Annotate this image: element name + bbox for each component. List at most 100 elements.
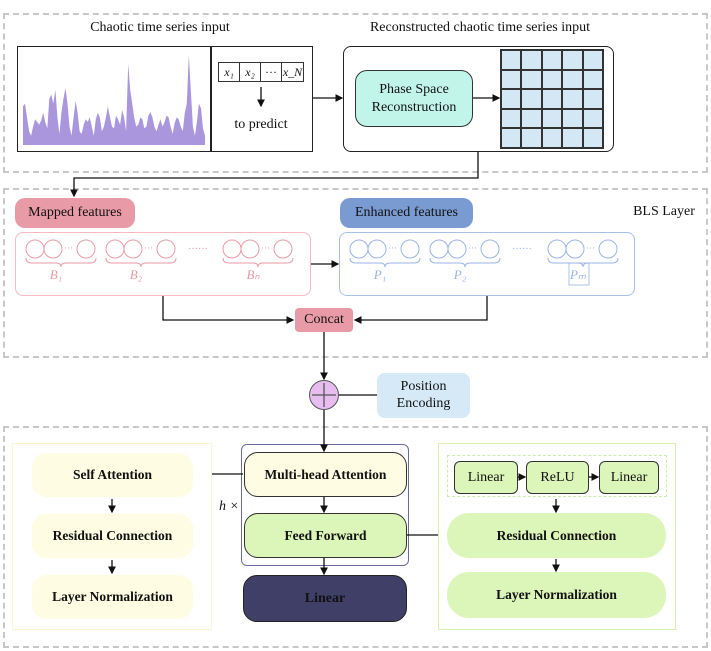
feed-forward-box: Feed Forward: [244, 513, 407, 558]
grid-cell: [582, 69, 603, 90]
neuron-node: [598, 239, 618, 259]
group-brace: [547, 257, 619, 268]
enhanced-features-panel: [339, 232, 635, 296]
neuron-node: [123, 239, 143, 259]
neuron-ellipsis: ···: [144, 243, 153, 253]
linear-output-box: Linear: [243, 575, 407, 622]
grid-cell: [521, 89, 542, 109]
enhanced-group-label: P₁: [373, 267, 386, 282]
neuron-node: [105, 239, 125, 259]
arrow-enhanced-to-concat: [353, 296, 488, 324]
grid-cell: [521, 108, 542, 129]
neuron-ellipsis: ···: [64, 243, 73, 253]
group-brace: [222, 257, 294, 268]
time-series-area: [23, 54, 205, 145]
arrow-reconstruction-to-bls: [70, 152, 479, 198]
grid-cell: [562, 69, 583, 90]
grid-cell: [541, 69, 563, 90]
neuron-ellipsis: ···: [586, 243, 595, 253]
enhanced-group-label: P₂: [453, 267, 467, 282]
grid-cell: [541, 89, 563, 109]
neuron-node: [429, 239, 449, 259]
grid-cell: [562, 50, 583, 70]
input-section-title: Chaotic time series input: [90, 20, 230, 35]
ffn-linear-1: Linear: [454, 461, 518, 494]
enhanced-group-label: Pₘ: [569, 267, 587, 282]
reconstruction-panel: [343, 46, 614, 152]
neuron-ellipsis: ···: [468, 243, 477, 253]
group-brace: [25, 257, 97, 268]
group-brace: [349, 257, 421, 268]
right-residual-box: Residual Connection: [447, 513, 666, 558]
token-x1: x₁: [219, 63, 240, 81]
predict-label: to predict: [234, 117, 288, 132]
pos-enc-line2: Encoding: [396, 395, 451, 411]
grid-cell: [562, 128, 583, 148]
left-residual-box: Residual Connection: [32, 514, 193, 558]
grid-cell: [501, 108, 522, 129]
ffn-panel: [438, 443, 676, 630]
input-divider: [210, 46, 212, 152]
token-xN: x_N: [282, 64, 303, 79]
grid-cell: [562, 108, 583, 129]
neuron-node: [76, 239, 96, 259]
reconstructed-matrix-grid: [500, 49, 604, 149]
time-series-chart: [23, 54, 205, 145]
sequence-tokens: x₁ x₂ ··· x_N: [218, 62, 304, 82]
neuron-node: [565, 239, 585, 259]
neuron-ellipsis: ···: [388, 243, 397, 253]
neuron-node: [273, 239, 293, 259]
transformer-frame: [3, 426, 708, 648]
ffn-linear-2: Linear: [599, 461, 659, 494]
grid-cell: [521, 69, 542, 90]
neuron-ellipsis: ···: [261, 243, 270, 253]
neuron-node: [25, 239, 45, 259]
grid-cell: [501, 128, 522, 148]
input-section-frame: [3, 13, 708, 173]
reconstruction-section-title: Reconstructed chaotic time series input: [369, 20, 591, 35]
grid-cell: [582, 89, 603, 109]
grid-cell: [521, 50, 542, 70]
grid-cell: [501, 89, 522, 109]
group-brace: [105, 257, 177, 268]
grid-cell: [521, 128, 542, 148]
highlight-box: [568, 262, 590, 286]
bls-layer-label: BLS Layer: [633, 204, 695, 219]
concat-box: Concat: [295, 308, 353, 332]
mapped-group-label: Bₙ: [246, 267, 260, 282]
neuron-node: [400, 239, 420, 259]
ffn-chain-frame: [447, 455, 667, 497]
mapped-group-label: B₁: [50, 267, 62, 282]
neuron-node: [240, 239, 260, 259]
token-x2: x₂: [240, 63, 261, 81]
multihead-attention-box: Multi-head Attention: [244, 452, 407, 497]
self-attention-panel: [12, 443, 212, 630]
grid-cell: [582, 108, 603, 129]
phase-space-reconstruction-box: Phase Space Reconstruction: [355, 70, 473, 127]
mapped-group-label: B₂: [130, 267, 143, 282]
bls-layer-frame: [3, 188, 708, 358]
grid-cell: [582, 50, 603, 70]
grid-cell: [582, 128, 603, 148]
input-panel: [17, 46, 313, 152]
right-layer-norm-box: Layer Normalization: [447, 572, 666, 618]
neuron-node: [480, 239, 500, 259]
repeat-count-label: h ×: [219, 499, 239, 514]
grid-cell: [541, 128, 563, 148]
neuron-node: [447, 239, 467, 259]
ffn-relu: ReLU: [526, 461, 589, 494]
neuron-node: [349, 239, 369, 259]
psr-label-line1: Phase Space: [379, 82, 449, 97]
groups-ellipsis: ······: [512, 244, 532, 255]
psr-label-line2: Reconstruction: [371, 99, 457, 115]
neuron-node: [222, 239, 242, 259]
groups-ellipsis: ······: [188, 244, 208, 255]
pos-enc-line1: Position: [400, 378, 447, 394]
enhanced-features-tag: Enhanced features: [340, 198, 473, 228]
position-encoding-box: Position Encoding: [377, 373, 470, 418]
neuron-node: [156, 239, 176, 259]
token-ellipsis: ···: [261, 63, 282, 81]
mapped-features-panel: [15, 232, 311, 296]
neuron-node: [43, 239, 63, 259]
